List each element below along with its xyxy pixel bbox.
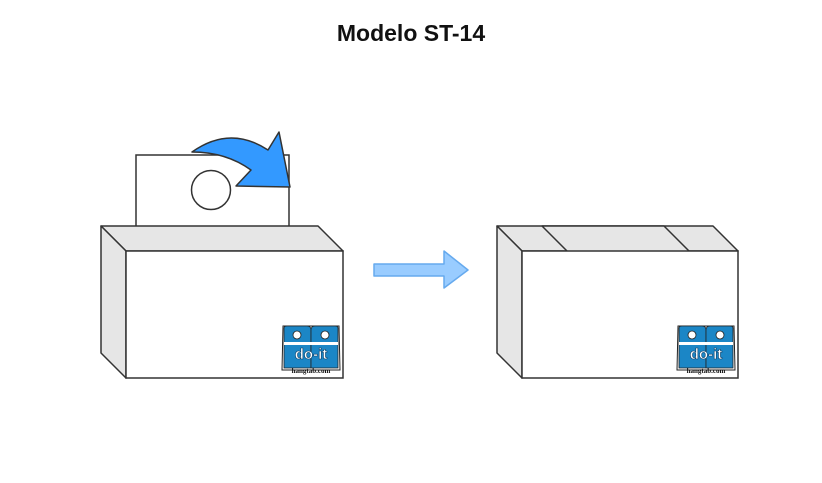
- do-it-logo: do-it hangtab.com: [281, 325, 341, 375]
- logo-wordmark: do-it: [295, 346, 327, 363]
- box-before: do-it hangtab.com: [100, 131, 344, 379]
- logo-domain: hangtab.com: [292, 367, 331, 375]
- box-side: [496, 225, 523, 379]
- box-side: [100, 225, 127, 379]
- logo-domain: hangtab.com: [687, 367, 726, 375]
- box-top: [100, 225, 344, 252]
- curved-arrow-icon: [191, 131, 291, 188]
- diagram-title: Modelo ST-14: [336, 20, 486, 46]
- do-it-logo: do-it hangtab.com: [676, 325, 736, 375]
- logo-wordmark: do-it: [690, 346, 722, 363]
- right-arrow-icon: [373, 250, 469, 289]
- hang-hole: [190, 169, 232, 211]
- box-after: do-it hangtab.com: [496, 225, 739, 379]
